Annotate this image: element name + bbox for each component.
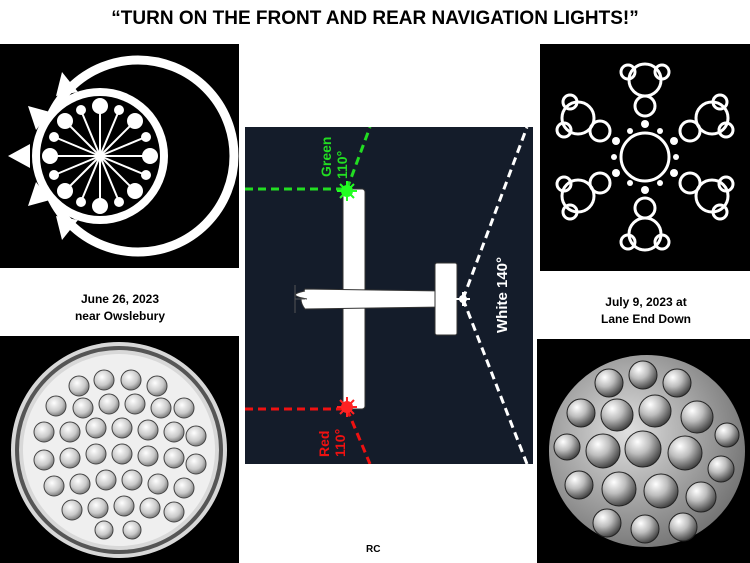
credit-text: RC [366, 544, 381, 555]
page-title: “TURN ON THE FRONT AND REAR NAVIGATION L… [111, 8, 639, 29]
right-caption: July 9, 2023 at Lane End Down [566, 294, 726, 328]
navigation-lights-diagram: Green 110° Red 110° White 140° [245, 127, 533, 464]
white-label: White 140° [494, 257, 511, 333]
right-caption-date: July 9, 2023 at [605, 295, 687, 309]
red-light-burst [337, 397, 357, 417]
red-angle-label: 110° [332, 429, 348, 457]
led-array-round-image [0, 336, 239, 563]
crop-circle-sun-image [0, 44, 239, 268]
red-label: Red [316, 431, 332, 457]
right-caption-location: Lane End Down [601, 312, 691, 326]
led-cluster-image [537, 339, 750, 563]
green-light-burst [337, 181, 357, 201]
left-caption: June 26, 2023 near Owslebury [40, 291, 200, 325]
green-angle-label: 110° [334, 151, 350, 179]
white-light-burst [456, 292, 470, 306]
left-caption-date: June 26, 2023 [80, 292, 160, 306]
left-caption-location: near Owslebury [74, 309, 166, 323]
crop-circle-snowflake-image [540, 44, 750, 271]
green-label: Green [318, 137, 334, 177]
